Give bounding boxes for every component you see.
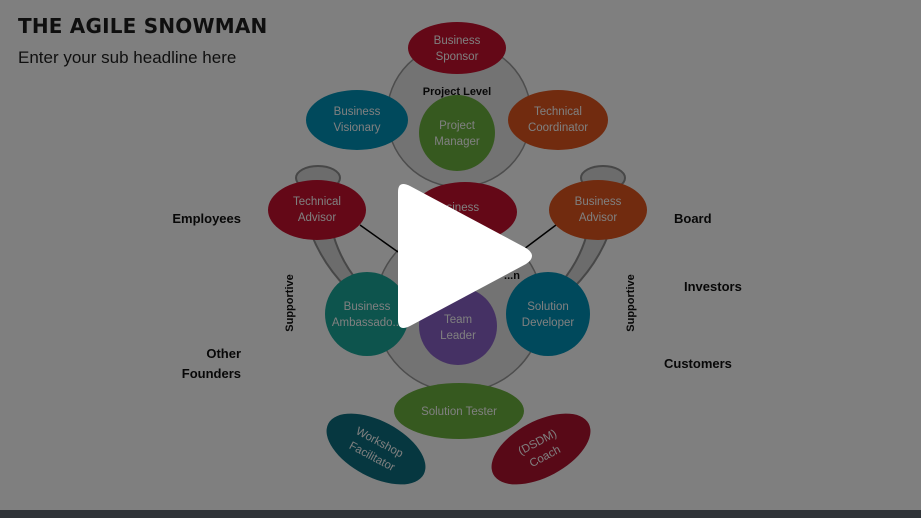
role-solution-tester: Solution Tester bbox=[394, 383, 524, 439]
svg-text:Coordinator: Coordinator bbox=[528, 122, 588, 134]
stakeholder-investors: Investors bbox=[684, 279, 742, 294]
stakeholder-employees: Employees bbox=[172, 211, 241, 226]
svg-text:Sponsor: Sponsor bbox=[436, 51, 479, 63]
video-control-bar[interactable] bbox=[0, 510, 921, 518]
svg-text:Business: Business bbox=[334, 106, 381, 118]
role-project-manager: Project Manager bbox=[419, 95, 495, 171]
stakeholder-founders: Founders bbox=[182, 366, 241, 381]
svg-text:Business: Business bbox=[434, 35, 481, 47]
stakeholder-customers: Customers bbox=[664, 356, 732, 371]
stakeholder-other: Other bbox=[206, 346, 241, 361]
svg-text:Business: Business bbox=[575, 196, 622, 208]
svg-text:Visionary: Visionary bbox=[333, 122, 380, 134]
svg-text:Technical: Technical bbox=[293, 196, 341, 208]
svg-text:Manager: Manager bbox=[434, 136, 480, 148]
role-business-advisor: Business Advisor bbox=[549, 180, 647, 240]
play-button[interactable] bbox=[388, 180, 538, 340]
svg-text:Project: Project bbox=[439, 120, 476, 132]
supportive-label-left: Supportive bbox=[284, 274, 296, 331]
supportive-label-right: Supportive bbox=[625, 274, 637, 331]
role-technical-advisor: Technical Advisor bbox=[268, 180, 366, 240]
svg-text:Business: Business bbox=[344, 301, 391, 313]
play-icon bbox=[398, 184, 532, 328]
role-business-visionary: Business Visionary bbox=[306, 90, 408, 150]
role-technical-coordinator: Technical Coordinator bbox=[508, 90, 608, 150]
role-business-sponsor: Business Sponsor bbox=[408, 22, 506, 74]
svg-text:Solution Tester: Solution Tester bbox=[421, 406, 497, 418]
svg-text:Advisor: Advisor bbox=[579, 212, 618, 224]
svg-text:Advisor: Advisor bbox=[298, 212, 337, 224]
svg-text:Technical: Technical bbox=[534, 106, 582, 118]
stakeholder-board: Board bbox=[674, 211, 712, 226]
